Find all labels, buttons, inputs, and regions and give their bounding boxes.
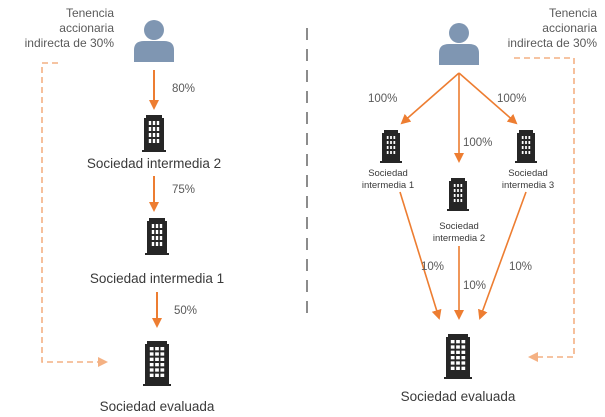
left-note-line-2: accionaria [59, 21, 114, 35]
left-pct-2: 75% [172, 184, 195, 196]
right-pct-to-2: 100% [463, 137, 492, 149]
right-note-line-2: accionaria [542, 21, 597, 35]
left-person-icon [134, 20, 174, 62]
right-indirect-dashed-arrow [514, 57, 575, 362]
left-note-line-3: indirecta de 30% [25, 36, 115, 50]
right-company-1-label-line-1: Sociedad [368, 168, 408, 179]
left-indirect-dashed-arrow [41, 62, 108, 367]
right-arrow-from-company-3 [478, 191, 527, 320]
left-company-2-label: Sociedad intermedia 2 [87, 156, 221, 171]
left-pct-3: 50% [174, 305, 197, 317]
left-company-1-label: Sociedad intermedia 1 [90, 271, 224, 286]
right-company-2-label-line-2: intermedia 2 [433, 233, 485, 244]
left-target-label: Sociedad evaluada [100, 399, 215, 414]
right-company-3-label-line-2: intermedia 3 [502, 180, 554, 191]
right-company-1-building-icon [380, 130, 402, 163]
right-pct-from-2: 10% [463, 280, 486, 292]
right-company-1-label-line-2: intermedia 1 [362, 180, 414, 191]
right-company-3-building-icon [515, 130, 537, 163]
right-company-3-label-line-1: Sociedad [508, 168, 548, 179]
right-arrow-from-company-1 [399, 191, 442, 320]
right-company-2-label-line-1: Sociedad [439, 221, 479, 232]
right-pct-from-3: 10% [509, 261, 532, 273]
right-arrow-to-company-3 [458, 72, 518, 125]
right-target-building-icon [444, 334, 472, 379]
left-pct-1: 80% [172, 83, 195, 95]
left-target-building-icon [143, 341, 171, 386]
right-note-line-1: Tenencia [549, 6, 597, 20]
right-target-label: Sociedad evaluada [401, 389, 516, 404]
left-structure: Tenencia accionaria indirecta de 30% 80%… [25, 6, 225, 414]
right-note-line-3: indirecta de 30% [508, 36, 598, 50]
right-person-icon [439, 23, 479, 65]
left-note-line-1: Tenencia [66, 6, 114, 20]
right-pct-to-3: 100% [497, 93, 526, 105]
right-company-2-building-icon [447, 178, 469, 211]
left-company-1-building-icon [145, 218, 169, 255]
right-structure: Tenencia accionaria indirecta de 30% 100… [362, 6, 597, 404]
left-company-2-building-icon [142, 115, 166, 152]
right-arrow-to-company-1 [400, 72, 460, 125]
right-pct-to-1: 100% [368, 93, 397, 105]
right-pct-from-1: 10% [421, 261, 444, 273]
